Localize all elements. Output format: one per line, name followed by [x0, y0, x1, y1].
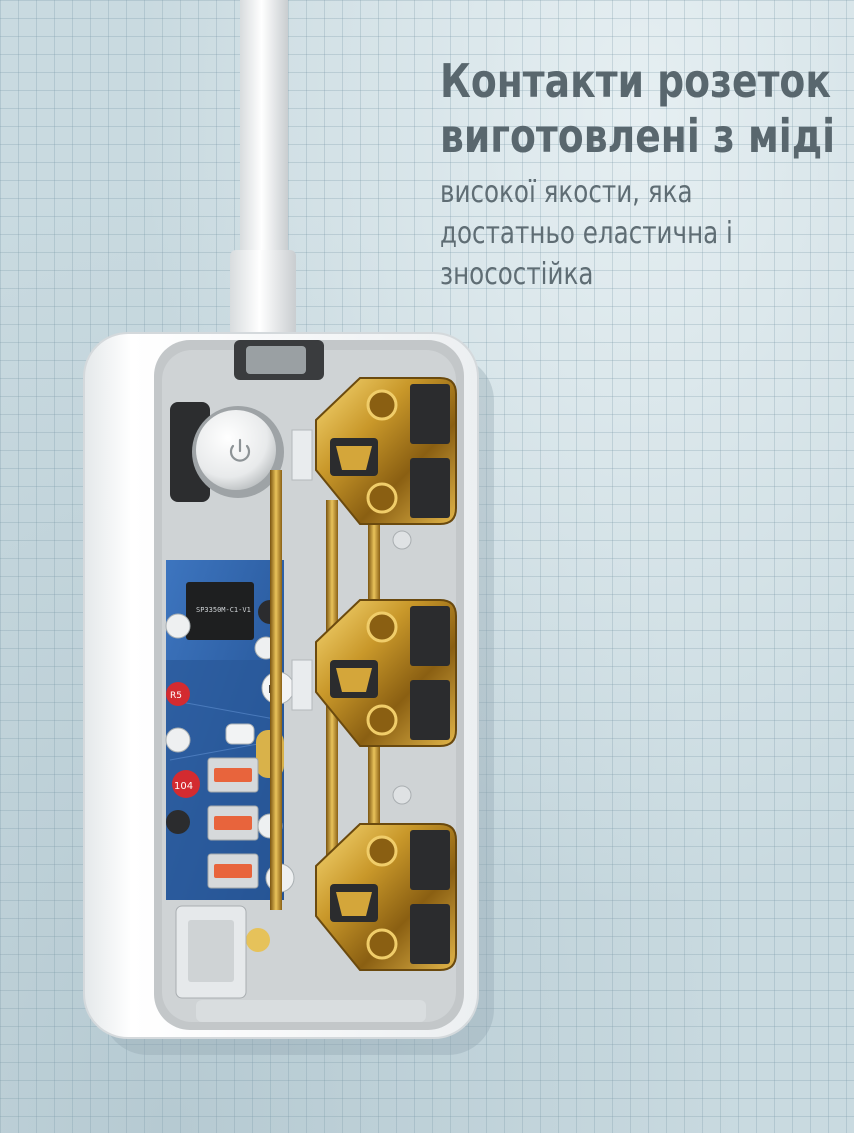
body-line-1: високої якости, яка: [440, 175, 693, 210]
headline-body: високої якости, яка достатньо еластична …: [440, 172, 768, 295]
body-line-3: зносостійка: [440, 257, 594, 292]
socket-contacts-2: [315, 599, 457, 747]
housing-bottom-rib: [196, 1000, 426, 1022]
chip: SP3350M-C1-V1: [186, 582, 254, 640]
socket-contacts-3: [315, 823, 457, 971]
cable-strain-relief: [230, 250, 296, 348]
title-line-1: Контакти розеток: [440, 54, 831, 108]
socket-contacts-1: [315, 377, 457, 525]
chip-label: SP3350M-C1-V1: [196, 606, 251, 614]
power-icon: [229, 438, 251, 462]
power-button: [170, 402, 284, 502]
cap-label-r5: R5: [170, 691, 182, 701]
usb-ports: [207, 757, 259, 889]
cap-label-104: 104: [174, 781, 193, 792]
body-line-2: достатньо еластична і: [440, 216, 733, 251]
